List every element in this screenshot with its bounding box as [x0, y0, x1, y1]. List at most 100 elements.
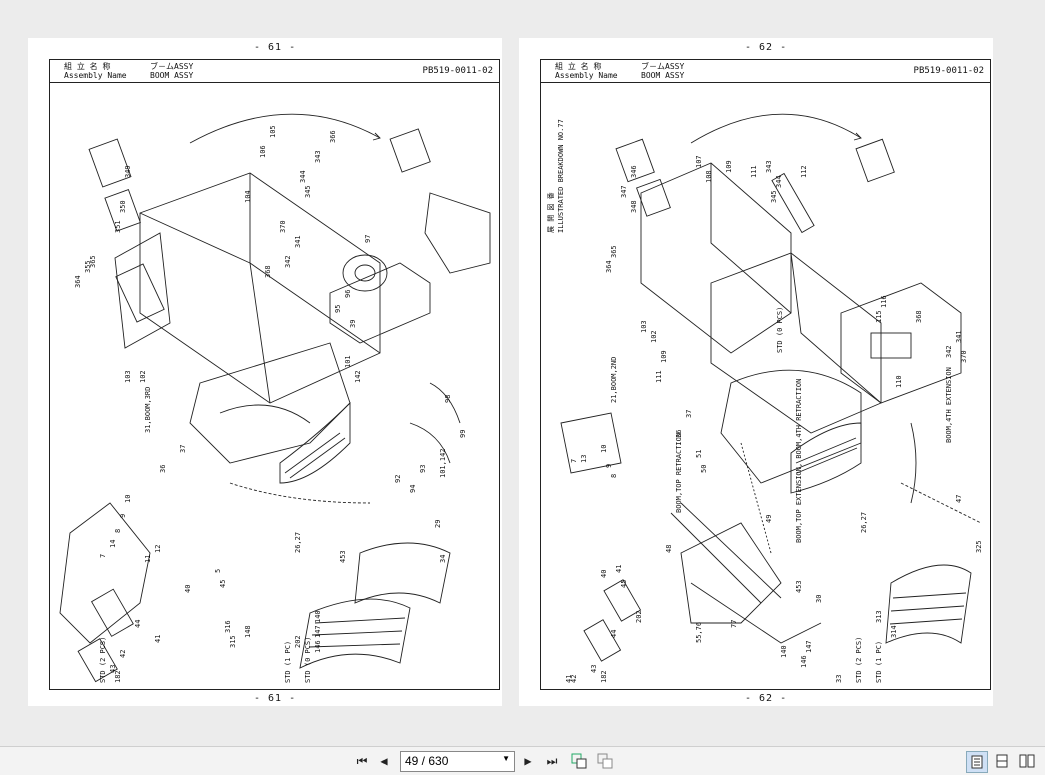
part-label: 31,BOOM,3RD [144, 387, 152, 433]
part-label: 51 [695, 450, 703, 458]
page-selector[interactable]: 49 / 630 ▼ [400, 751, 515, 772]
header-en: Assembly Name [64, 71, 127, 80]
part-label: 104 [244, 190, 252, 203]
part-label: 55,76 [695, 622, 703, 643]
prev-page-icon[interactable]: ◀ [380, 754, 388, 768]
part-label: 344 [775, 175, 783, 188]
part-label: 98 [444, 395, 452, 403]
facing-icon[interactable] [596, 751, 614, 771]
part-label: 109 [725, 160, 733, 173]
part-label: 50 [700, 465, 708, 473]
part-label: 44 [610, 630, 618, 638]
part-label: 93 [419, 465, 427, 473]
single-page-icon[interactable] [966, 751, 988, 773]
exploded-view-svg: 3493503513553643651061051043663433443453… [59, 113, 491, 683]
part-label: 99 [459, 430, 467, 438]
part-label: 45 [219, 580, 227, 588]
part-label: 43 [590, 665, 598, 673]
part-label: 5 [214, 569, 222, 573]
part-label: STD (0 PCS) [776, 307, 784, 353]
part-label: 41 [565, 675, 573, 683]
part-label: 316 [224, 620, 232, 633]
part-label: 103 [124, 370, 132, 383]
part-label: 101 [344, 355, 352, 368]
page-number-bottom: - 62 - [745, 693, 788, 704]
part-label: 26,27 [860, 512, 868, 533]
part-label: 366 [329, 130, 337, 143]
document-viewer: - 61 - 組 立 名 称 Assembly Name ブ－ムASSY BOO… [28, 38, 993, 706]
part-label: 10 [600, 445, 608, 453]
part-label: 11 [144, 555, 152, 563]
part-label: 14 [109, 540, 117, 548]
parts-drawing: 展 開 図 番 ILLUSTRATED BREAKDOWN NO.77 [541, 83, 990, 689]
part-label: 10 [124, 495, 132, 503]
header-en: Assembly Name [555, 71, 618, 80]
part-label: 343 [314, 150, 322, 163]
part-label: 343 [765, 160, 773, 173]
part-label: 40 [184, 585, 192, 593]
part-label: 147 [314, 625, 322, 638]
chevron-down-icon: ▼ [502, 754, 510, 763]
part-label: 9 [605, 464, 613, 468]
header-jp: 組 立 名 称 [64, 62, 111, 71]
title-block: 組 立 名 称 Assembly Name ブ－ムASSY BOOM ASSY … [50, 60, 499, 83]
part-label: 36 [675, 430, 683, 438]
drawing-frame: 組 立 名 称 Assembly Name ブ－ムASSY BOOM ASSY … [540, 59, 991, 690]
assembly-name-jp: ブ－ムASSY [150, 62, 194, 71]
part-label: 47 [955, 495, 963, 503]
part-label: 95 [334, 305, 342, 313]
last-page-icon[interactable]: ⏭ [546, 753, 558, 768]
part-label: 341 [955, 330, 963, 343]
part-label: 9 [119, 514, 127, 518]
part-label: 110 [895, 375, 903, 388]
part-label: 146 [314, 640, 322, 653]
part-label: 370 [279, 220, 287, 233]
part-label: 182 [600, 670, 608, 683]
continuous-icon[interactable] [570, 751, 588, 771]
part-label: 107 [695, 155, 703, 168]
part-label: 42 [119, 650, 127, 658]
next-page-icon[interactable]: ▶ [524, 754, 532, 768]
part-label: 202 [635, 610, 643, 623]
part-label: 106 [259, 145, 267, 158]
part-label: 34 [439, 555, 447, 563]
part-label: 48 [665, 545, 673, 553]
part-label: 453 [795, 580, 803, 593]
part-label: 111 [655, 370, 663, 383]
two-page-icon[interactable] [992, 751, 1012, 771]
part-label: 21,BOOM,2ND [610, 357, 618, 403]
part-label: 349 [124, 165, 132, 178]
part-label: STD (1 PC) [875, 641, 883, 683]
drawing-code: PB519-0011-02 [913, 66, 984, 76]
viewer-toolbar: ⏮ ◀ 49 / 630 ▼ ▶ ⏭ [0, 746, 1045, 775]
part-label: 92 [394, 475, 402, 483]
drawing-frame: 組 立 名 称 Assembly Name ブ－ムASSY BOOM ASSY … [49, 59, 500, 690]
part-label: 37 [685, 410, 693, 418]
two-page-scroll-icon[interactable] [1017, 751, 1037, 771]
part-label: 182 [114, 670, 122, 683]
part-label: STD (1 PC) [284, 641, 292, 683]
part-label: 39 [349, 320, 357, 328]
part-label: 370 [960, 350, 968, 363]
part-label: 364 [74, 275, 82, 288]
first-page-icon[interactable]: ⏮ [356, 753, 368, 768]
part-label: 105 [269, 125, 277, 138]
part-label: STD (2 PCS) [99, 637, 107, 683]
part-label: 342 [284, 255, 292, 268]
exploded-view-svg: 展 開 図 番 ILLUSTRATED BREAKDOWN NO.77 [547, 113, 983, 683]
part-label: 368 [264, 265, 272, 278]
part-label: 37 [179, 445, 187, 453]
part-label: 365 [610, 245, 618, 258]
part-label: 33 [835, 675, 843, 683]
page-62: - 62 - 組 立 名 称 Assembly Name ブ－ムASSY BOO… [519, 38, 993, 706]
part-label: BOOM,4TH EXTENSION [945, 367, 953, 443]
part-label: 49 [765, 515, 773, 523]
part-label: 314 [890, 625, 898, 638]
part-label: 365 [89, 255, 97, 268]
part-label: 102 [139, 370, 147, 383]
part-label: 345 [304, 185, 312, 198]
part-label: 111 [750, 165, 758, 178]
part-label: 8 [610, 474, 618, 478]
part-label: 108 [705, 170, 713, 183]
